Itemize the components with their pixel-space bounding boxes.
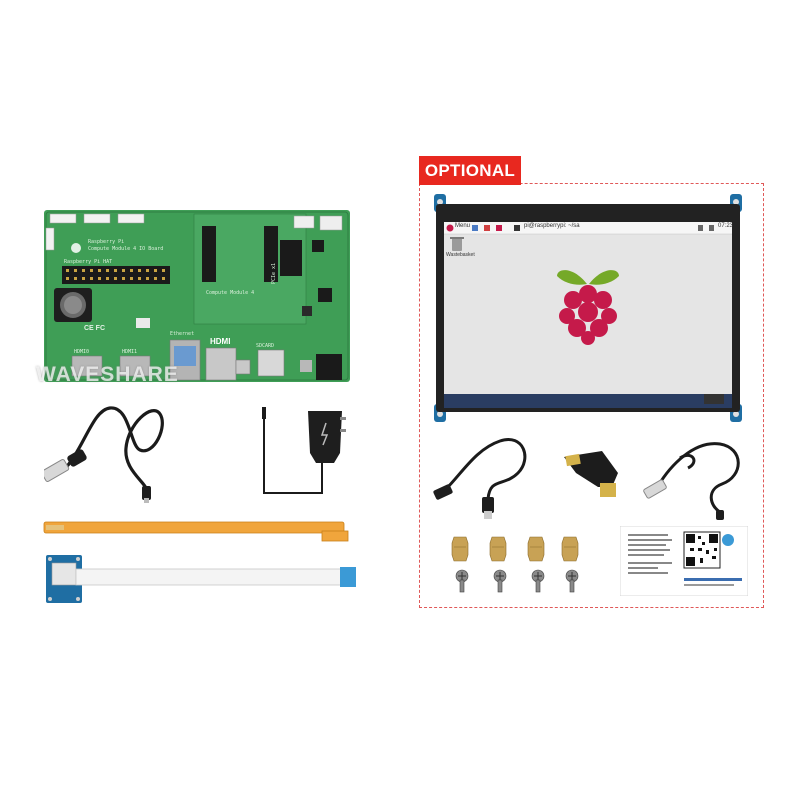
board-hdmi-logo: HDMI — [210, 337, 230, 346]
screen-trash-label: Wastebasket — [446, 252, 475, 258]
waveshare-watermark: WAVESHARE — [36, 363, 179, 386]
board-hdmi0-label: HDMI0 — [74, 349, 89, 355]
raspberry-pi-logo — [553, 264, 623, 346]
screen-terminal-label: pi@raspberrypi: ~/sa — [524, 223, 580, 229]
board-cm4-label: Compute Module 4 — [206, 290, 254, 296]
board-sdcard-label: SDCARD — [256, 343, 274, 349]
board-ethernet-label: Ethernet — [170, 331, 194, 337]
optional-box — [419, 183, 764, 608]
hdmi-adapter — [558, 447, 628, 505]
usb-a-to-micro-usb-cable — [44, 400, 184, 505]
board-brand-line2: Compute Module 4 IO Board — [88, 246, 163, 252]
hdmi-cable — [432, 433, 540, 525]
screen-clock: 07:23 — [718, 223, 734, 229]
camera-adapter-with-ffc — [40, 553, 360, 605]
board-hdmi1-label: HDMI1 — [122, 349, 137, 355]
screws — [452, 568, 584, 596]
board-brand-line1: Raspberry Pi — [88, 239, 124, 245]
board-pcie-label: PCIe x1 — [271, 263, 277, 284]
usb-cable-small — [640, 436, 752, 526]
power-adapter — [256, 405, 351, 500]
copper-standoffs — [446, 533, 586, 563]
cm4-io-board: Raspberry Pi Compute Module 4 IO Board R… — [44, 210, 350, 382]
optional-badge: OPTIONAL — [419, 156, 521, 185]
orange-fpc-cable — [40, 517, 358, 543]
board-hat-label: Raspberry Pi HAT — [64, 259, 112, 265]
instruction-card — [620, 526, 748, 596]
screen-menu-label: Menu — [455, 223, 471, 229]
svg-text:CE FC: CE FC — [84, 325, 105, 332]
